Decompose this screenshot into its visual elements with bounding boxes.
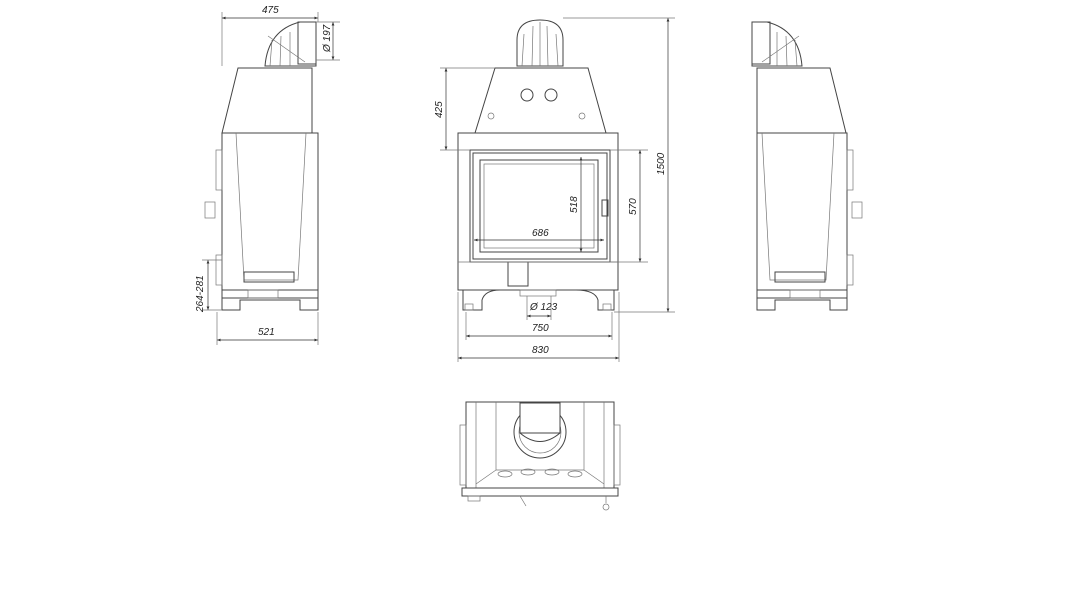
side-view-left xyxy=(204,21,319,311)
side-view-left-dimensions: 475 Ø 197 264-281 521 xyxy=(195,5,340,345)
total-width-label: 830 xyxy=(532,345,549,356)
depth-base-label: 521 xyxy=(258,327,275,338)
front-view xyxy=(457,19,619,311)
glass-height-label: 518 xyxy=(569,196,580,213)
door-height-label: 570 xyxy=(628,198,639,215)
inlet-height-label: 264-281 xyxy=(195,275,206,313)
glass-width-label: 686 xyxy=(532,228,549,239)
side-view-right xyxy=(751,21,863,311)
front-view-dimensions: 425 1500 570 518 686 Ø 123 750 830 xyxy=(434,17,675,362)
air-inlet-diameter-label: Ø 123 xyxy=(529,302,558,313)
plan-view xyxy=(459,401,621,511)
depth-top-label: 475 xyxy=(262,5,279,16)
flue-diameter-label: Ø 197 xyxy=(322,24,333,53)
total-height-label: 1500 xyxy=(656,152,667,175)
hood-height-label: 425 xyxy=(434,101,445,118)
legs-width-label: 750 xyxy=(532,323,549,334)
